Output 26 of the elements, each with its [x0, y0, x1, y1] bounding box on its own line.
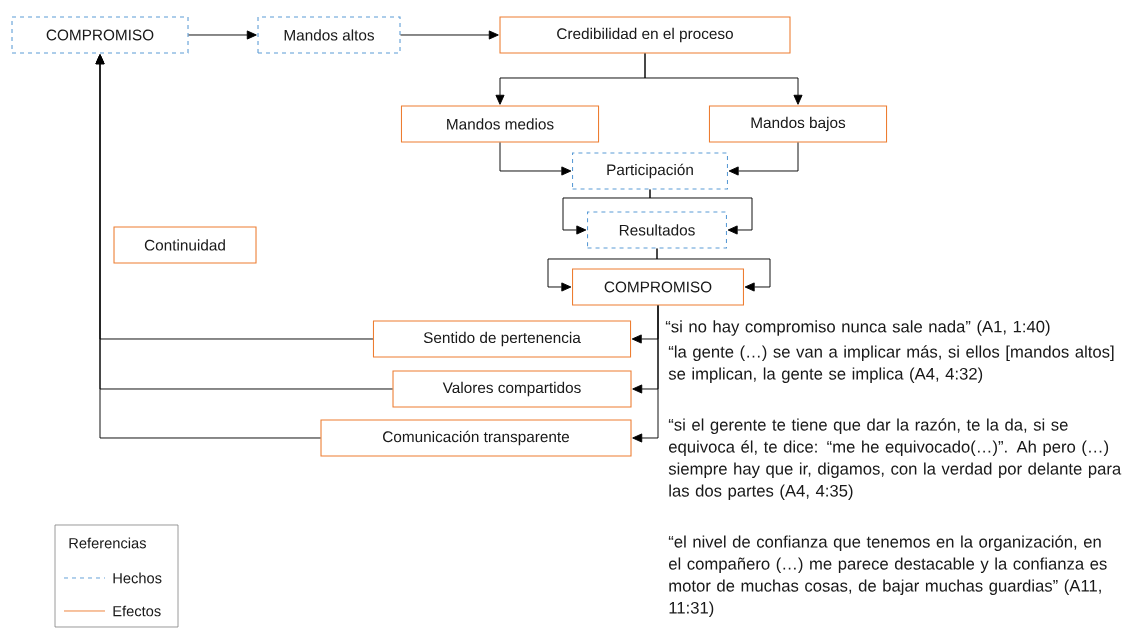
legend-box: Referencias Hechos Efectos: [54, 524, 179, 628]
arrow: [95, 54, 321, 439]
effect-box: Comunicación transparente: [320, 419, 632, 457]
event-box: COMPROMISO: [11, 16, 189, 54]
arrow: [656, 248, 771, 292]
quote-text: “la gente (…) se van a implicar más, si ellos [mandos altos] se implican, la gente se implica (A4, 4:32): [668, 345, 1114, 383]
effect-box: Valores compartidos: [392, 370, 632, 408]
effect-box: Continuidad: [113, 226, 257, 264]
arrow: [400, 30, 499, 40]
effect-box: Sentido de pertenencia: [372, 320, 632, 358]
arrow: [188, 30, 257, 40]
effect-box: Credibilidad en el proceso: [499, 16, 791, 54]
quote-text: “el nivel de confianza que tenemos en la organización, en el compañero (…) me parece destacable y la confianza es motor de muchas cosas, de bajar muchas guardias” (A11, 11:31): [668, 535, 1107, 617]
arrow: [499, 142, 572, 176]
arrow: [644, 53, 803, 105]
effect-box: Mandos bajos: [708, 105, 888, 143]
arrow: [728, 142, 799, 176]
effect-box: COMPROMISO: [572, 268, 744, 306]
arrow: [649, 189, 753, 235]
arrow: [632, 305, 659, 443]
effect-box: Mandos medios: [400, 105, 600, 143]
event-box: Participación: [572, 152, 728, 190]
quote-text: “si el gerente te tiene que dar la razón, te la da, si se equivoca él, te dice: “me he equivocado(…)”. Ah pero (…) siempre hay que ir, digamos, con la verdad por delante para las dos partes (A4, 4:35): [668, 418, 1122, 500]
event-box: Mandos altos: [257, 16, 401, 54]
event-box: Resultados: [587, 211, 727, 249]
quote-text: “si no hay compromiso nunca sale nada” (A1, 1:40): [665, 320, 1050, 336]
